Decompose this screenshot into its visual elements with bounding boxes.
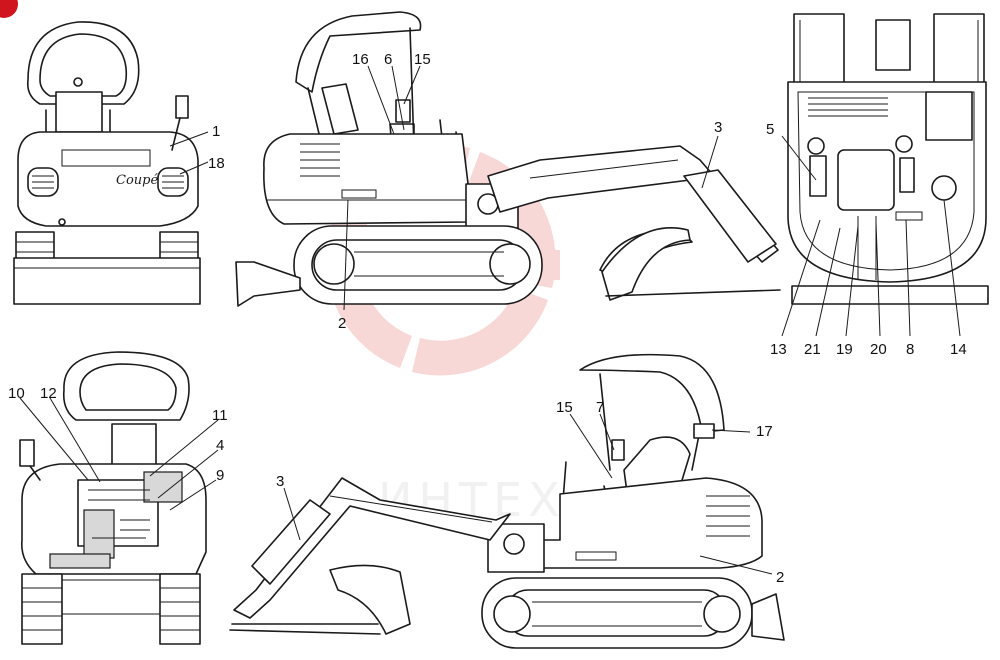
callout-14: 14 (950, 341, 967, 358)
callout-17: 17 (756, 423, 773, 440)
callout-5: 5 (766, 121, 774, 138)
callout-16: 16 (352, 51, 369, 68)
rear-view: Coupé (13, 21, 201, 305)
callout-3-lower: 3 (276, 473, 284, 490)
model-badge: Coupé (116, 173, 158, 188)
callout-11: 11 (212, 407, 228, 424)
callout-labels: 1 18 16 6 15 3 5 2 13 21 19 20 8 14 10 1… (8, 51, 967, 586)
callout-4: 4 (216, 437, 224, 454)
callout-3: 3 (714, 119, 722, 136)
callout-12: 12 (40, 385, 57, 402)
front-view (19, 351, 207, 645)
callout-15: 15 (414, 51, 431, 68)
callout-13: 13 (770, 341, 787, 358)
callout-6: 6 (384, 51, 392, 68)
callout-10: 10 (8, 385, 25, 402)
top-view (787, 13, 989, 305)
callout-18: 18 (208, 155, 225, 172)
callout-2-lower: 2 (776, 569, 784, 586)
callout-2: 2 (338, 315, 346, 332)
side-view-right (229, 353, 785, 649)
callout-19: 19 (836, 341, 853, 358)
callout-21: 21 (804, 341, 821, 358)
callout-20: 20 (870, 341, 887, 358)
callout-1: 1 (212, 123, 220, 140)
corner-marker (0, 0, 18, 18)
leader-lines (19, 65, 961, 575)
callout-7: 7 (596, 399, 604, 416)
side-view-left (235, 11, 781, 307)
callout-9: 9 (216, 467, 224, 484)
callout-8: 8 (906, 341, 914, 358)
callout-15-lower: 15 (556, 399, 573, 416)
